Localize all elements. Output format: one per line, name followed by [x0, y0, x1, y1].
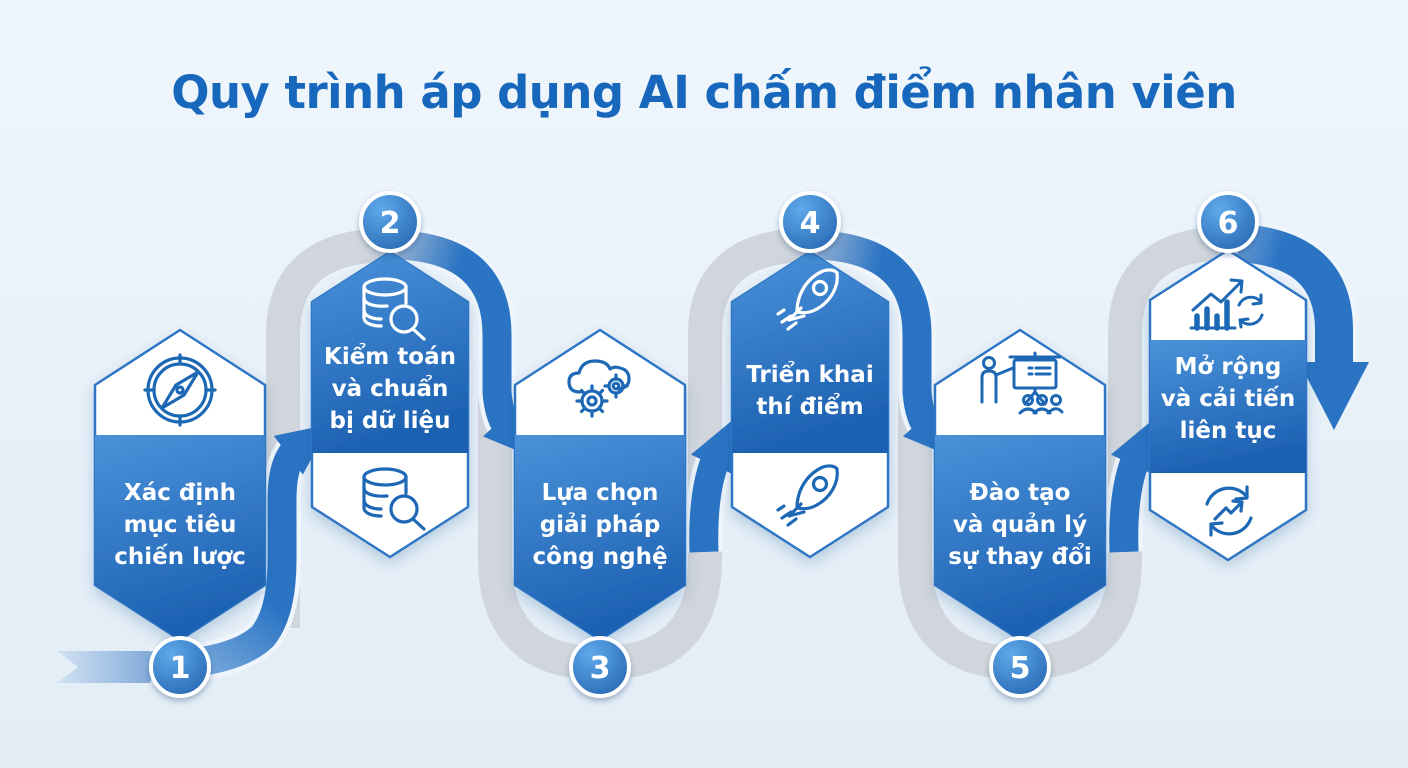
- step-badge-4-number: 4: [800, 206, 821, 241]
- flow-arrow-2-3: [397, 230, 536, 459]
- step-4-line-1: Triển khai: [746, 360, 873, 388]
- step-1-line-2: mục tiêu: [124, 512, 237, 538]
- cloud-gears-icon: [567, 359, 631, 418]
- step-badge-4: 4: [779, 191, 841, 253]
- step-card-1: Xác định mục tiêu chiến lược: [93, 328, 267, 642]
- step-2-line-1: Kiểm toán: [324, 342, 456, 370]
- step-6-line-2: và cải tiến: [1161, 385, 1295, 412]
- sync-arrows-icon: [1205, 485, 1253, 537]
- step-3-line-2: giải pháp: [540, 512, 661, 538]
- rocket-icon: [776, 268, 839, 331]
- step-card-5: Đào tạo và quản lý sự thay đổi: [933, 328, 1107, 642]
- step-badges: 1 2 3 4 5 6: [149, 191, 1259, 698]
- step-2-line-3: bị dữ liệu: [330, 408, 451, 434]
- step-badge-6-number: 6: [1218, 206, 1239, 241]
- step-3-line-1: Lựa chọn: [542, 480, 659, 506]
- page-title: Quy trình áp dụng AI chấm điểm nhân viên: [171, 66, 1237, 119]
- step-3-line-3: công nghệ: [532, 544, 667, 570]
- step-badge-2-number: 2: [380, 206, 401, 241]
- database-search-icon: [362, 467, 426, 531]
- step-4-line-2: thí điểm: [756, 392, 863, 420]
- flow-arrow-1-2: [149, 424, 330, 681]
- step-card-2: Kiểm toán và chuẩn bị dữ liệu: [310, 250, 470, 559]
- compass-icon: [143, 353, 217, 427]
- step-card-6: Mở rộng và cải tiến liên tục: [1148, 248, 1308, 562]
- step-badge-1: 1: [149, 636, 211, 698]
- step-badge-5: 5: [989, 636, 1051, 698]
- step-6-line-3: liên tục: [1180, 418, 1277, 444]
- step-2-line-2: và chuẩn: [332, 374, 449, 402]
- flow-arrow-3-4: [689, 418, 735, 553]
- step-badge-5-number: 5: [1010, 651, 1031, 686]
- rocket-icon: [776, 464, 839, 527]
- flow-arrow-4-5: [817, 230, 956, 459]
- step-badge-1-number: 1: [170, 651, 191, 686]
- step-badge-3: 3: [569, 636, 631, 698]
- step-5-line-3: sự thay đổi: [948, 542, 1091, 570]
- step-6-line-1: Mở rộng: [1175, 354, 1282, 380]
- flow-end-arrowhead: [1299, 362, 1369, 430]
- step-1-line-3: chiến lược: [114, 543, 246, 570]
- step-card-4: Triển khai thí điểm: [730, 250, 890, 559]
- flow-end-band: [1236, 224, 1353, 366]
- step-badge-6: 6: [1197, 191, 1259, 253]
- training-presentation-icon: [980, 351, 1064, 415]
- flow-arrow-5-6: [1109, 418, 1155, 553]
- database-search-icon: [362, 277, 426, 341]
- step-card-3: Lựa chọn giải pháp công nghệ: [513, 328, 687, 642]
- growth-chart-refresh-icon: [1189, 278, 1264, 331]
- step-badge-3-number: 3: [590, 651, 611, 686]
- step-badge-2: 2: [359, 191, 421, 253]
- step-1-line-1: Xác định: [124, 480, 236, 506]
- step-5-line-1: Đào tạo: [970, 480, 1071, 506]
- step-5-line-2: và quản lý: [953, 512, 1087, 538]
